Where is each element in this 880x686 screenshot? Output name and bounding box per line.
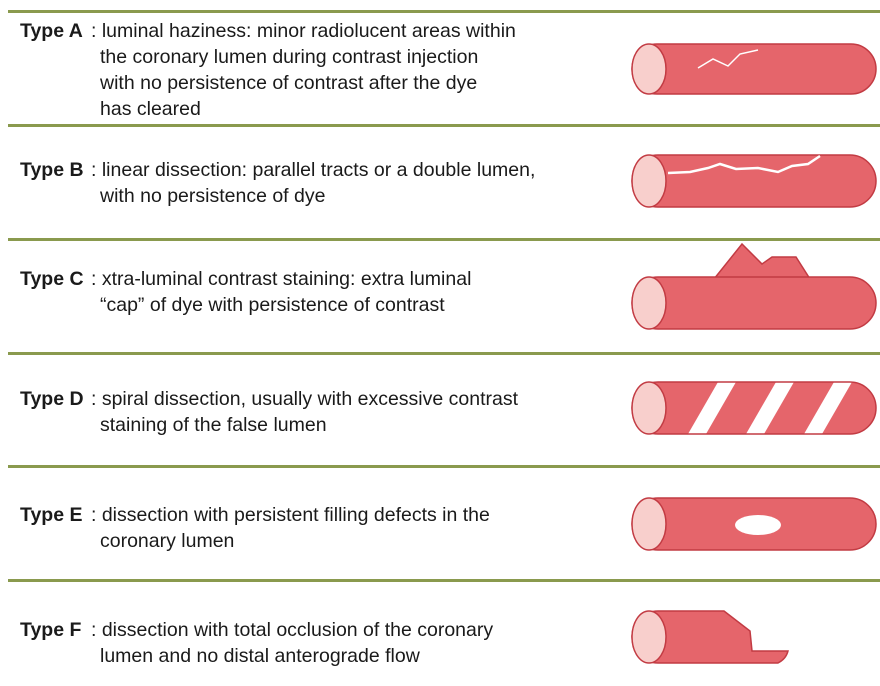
type-description: : dissection with persistent filling def… <box>100 502 600 554</box>
vessel-total-occlusion-icon <box>628 607 880 671</box>
description-line: lumen and no distal anterograde flow <box>100 643 600 669</box>
description-line: : luminal haziness: minor radiolucent ar… <box>91 18 600 44</box>
type-description: : luminal haziness: minor radiolucent ar… <box>100 18 600 122</box>
type-description: : spiral dissection, usually with excess… <box>100 386 600 438</box>
type-label: Type B <box>20 157 84 183</box>
vessel-contrast-cap-icon <box>628 240 880 335</box>
type-description: : dissection with total occlusion of the… <box>100 617 600 669</box>
description-line: “cap” of dye with persistence of contras… <box>100 292 600 318</box>
type-label: Type F <box>20 617 81 643</box>
description-line: : xtra-luminal contrast staining: extra … <box>91 266 600 292</box>
separator-rule <box>8 465 880 468</box>
type-label: Type C <box>20 266 84 292</box>
description-line: : spiral dissection, usually with excess… <box>91 386 600 412</box>
type-label: Type A <box>20 18 83 44</box>
description-line: the coronary lumen during contrast injec… <box>100 44 600 70</box>
description-line: : dissection with total occlusion of the… <box>91 617 600 643</box>
description-line: has cleared <box>100 96 600 122</box>
description-line: with no persistence of dye <box>100 183 600 209</box>
type-label: Type D <box>20 386 84 412</box>
description-line: coronary lumen <box>100 528 600 554</box>
separator-rule <box>8 124 880 127</box>
separator-rule <box>8 10 880 13</box>
description-line: staining of the false lumen <box>100 412 600 438</box>
vessel-filling-defect-icon <box>628 494 880 554</box>
type-description: : xtra-luminal contrast staining: extra … <box>100 266 600 318</box>
description-line: with no persistence of contrast after th… <box>100 70 600 96</box>
vessel-spiral-dissection-icon <box>628 378 880 438</box>
description-line: : linear dissection: parallel tracts or … <box>91 157 600 183</box>
vessel-haziness-icon <box>628 40 880 100</box>
vessel-linear-dissection-icon <box>628 152 880 212</box>
type-description: : linear dissection: parallel tracts or … <box>100 157 600 209</box>
description-line: : dissection with persistent filling def… <box>91 502 600 528</box>
separator-rule <box>8 579 880 582</box>
separator-rule <box>8 352 880 355</box>
type-label: Type E <box>20 502 83 528</box>
